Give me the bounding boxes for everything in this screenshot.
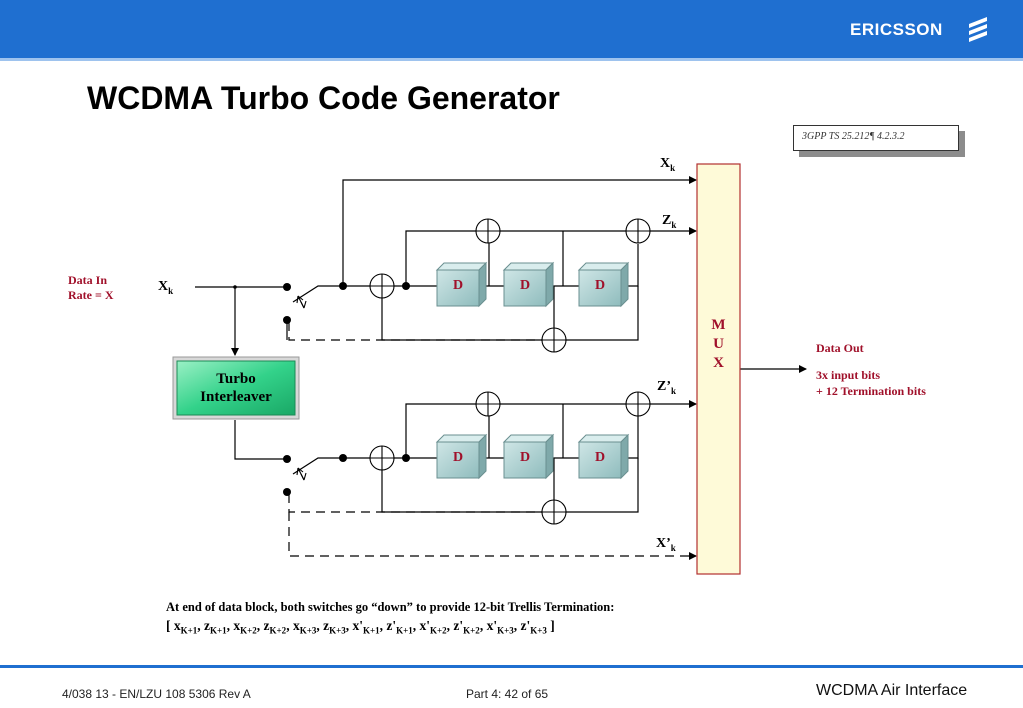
output-label-z-prime-k: Z’k <box>657 379 677 396</box>
interleaver-label-line1: Turbo <box>216 371 256 387</box>
xor-adder-lower-input <box>369 445 395 471</box>
termination-note: At end of data block, both switches go “… <box>166 600 615 614</box>
delay-block-upper-3 <box>577 261 630 308</box>
output-label-xk: Xk <box>660 156 676 173</box>
termination-term: xK+1 <box>173 618 198 636</box>
termination-term: x'K+3 <box>486 618 514 636</box>
delay-label: D <box>594 450 606 465</box>
data-in-label: Data In Rate = X <box>68 273 114 303</box>
termination-term: z'K+3 <box>520 618 547 636</box>
xor-adder-upper-input <box>369 273 395 299</box>
footer-doc-id: 4/038 13 - EN/LZU 108 5306 Rev A <box>62 687 251 701</box>
turbo-interleaver-box <box>172 356 300 420</box>
brand-logo-text: ERICSSON <box>850 20 943 39</box>
delay-label: D <box>452 278 464 293</box>
footer-course-title: WCDMA Air Interface <box>816 682 968 699</box>
xor-adder-lower-parity-2 <box>625 391 651 417</box>
output-label-zk: Zk <box>662 213 677 230</box>
footer-page-number: Part 4: 42 of 65 <box>466 687 549 701</box>
termination-term: z'K+2 <box>453 618 480 636</box>
delay-label: D <box>452 450 464 465</box>
reference-box: 3GPP TS 25.212¶ 4.2.3.2 <box>793 125 959 151</box>
interleaver-label-line2: Interleaver <box>200 389 272 405</box>
termination-term: z'K+1 <box>386 618 413 636</box>
termination-bits-list: [ xK+1, zK+1, xK+2, zK+2, xK+3, zK+3, x'… <box>166 618 555 636</box>
header-bar <box>0 0 1023 58</box>
junction-dots <box>233 282 410 496</box>
delay-block-lower-3 <box>577 433 630 480</box>
data-out-line1: 3x input bits <box>816 368 881 382</box>
data-in-line2: Rate = X <box>68 288 114 302</box>
termination-term: xK+3 <box>292 618 317 636</box>
data-out-line2: + 12 Termination bits <box>816 384 926 398</box>
delay-label: D <box>519 278 531 293</box>
ericsson-stripes-icon <box>969 17 987 42</box>
footer-divider <box>0 665 1023 668</box>
xor-adder-lower-parity-1 <box>475 391 501 417</box>
header-divider <box>0 58 1023 61</box>
reference-text: 3GPP TS 25.212¶ 4.2.3.2 <box>802 131 905 142</box>
delay-blocks <box>435 261 630 480</box>
page-title: WCDMA Turbo Code Generator <box>87 80 560 116</box>
data-out-description: 3x input bits + 12 Termination bits <box>816 367 926 399</box>
termination-term: zK+2 <box>263 618 287 636</box>
termination-term: zK+1 <box>204 618 227 636</box>
output-label-x-prime-k: X’k <box>656 536 676 553</box>
termination-term: zK+3 <box>323 618 346 636</box>
input-symbol: Xk <box>158 279 174 296</box>
mux-box <box>696 163 741 575</box>
xor-adder-upper-parity-2 <box>625 218 651 244</box>
lower-switch <box>296 467 307 481</box>
termination-terms: xK+1, zK+1, xK+2, zK+2, xK+3, zK+3, x'K+… <box>173 618 547 636</box>
xor-adders <box>369 218 651 525</box>
delay-label: D <box>594 278 606 293</box>
delay-block-upper-2 <box>502 261 555 308</box>
data-out-label: Data Out <box>816 341 864 355</box>
mux-letter: X <box>713 355 724 371</box>
mux-letter: U <box>713 336 724 352</box>
termination-term: xK+2 <box>233 618 257 636</box>
xor-adder-lower-feedback <box>541 499 567 525</box>
delay-block-upper-1 <box>435 261 488 308</box>
delay-label: D <box>519 450 531 465</box>
termination-term: x'K+1 <box>352 618 380 636</box>
mux-letter: M <box>711 317 726 333</box>
upper-switch <box>296 295 307 309</box>
mux-label: M U X <box>697 316 740 373</box>
xor-adder-upper-parity-1 <box>475 218 501 244</box>
delay-block-lower-2 <box>502 433 555 480</box>
data-in-line1: Data In <box>68 273 108 287</box>
delay-block-lower-1 <box>435 433 488 480</box>
turbo-interleaver-label: Turbo Interleaver <box>177 370 295 406</box>
termination-term: x'K+2 <box>419 618 447 636</box>
xor-adder-upper-feedback <box>541 327 567 353</box>
